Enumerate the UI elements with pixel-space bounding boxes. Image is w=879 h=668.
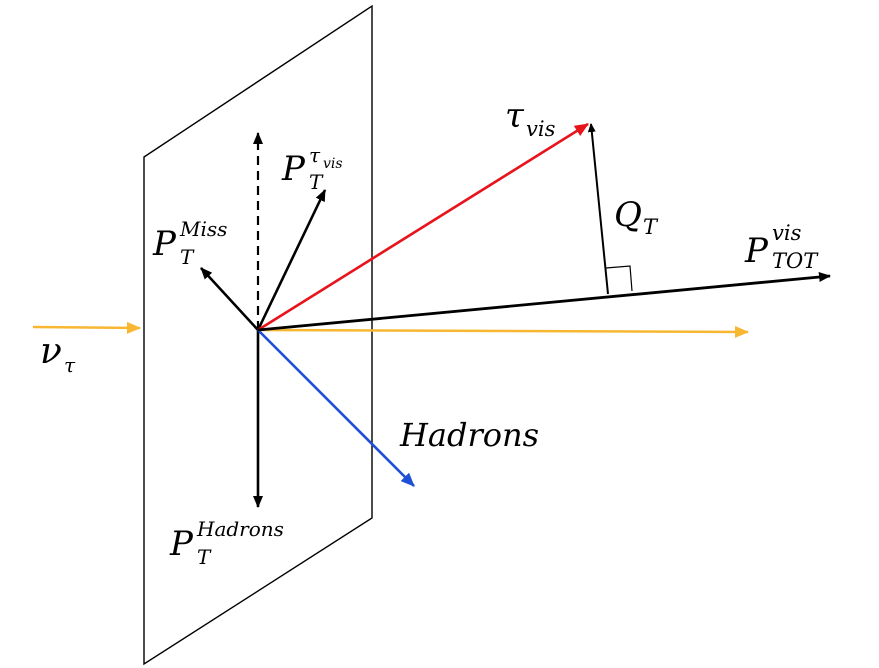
p-tot-superscript: vis <box>772 221 802 245</box>
q-t-arrow <box>587 123 609 295</box>
pt-tau-superscript-sub: vis <box>323 156 343 172</box>
pt-miss-arrow <box>200 267 259 331</box>
p-tot-vis-arrow <box>257 272 831 332</box>
hadrons-arrow <box>257 329 415 487</box>
p-tot-subscript: TOT <box>772 249 819 273</box>
nu-subscript: τ <box>64 353 76 377</box>
pt-tau-subscript: T <box>309 170 324 194</box>
hadrons-label: Hadrons <box>399 416 539 454</box>
pt-tau-superscript: τ <box>309 143 321 167</box>
pt-hadrons-symbol: P <box>169 524 194 564</box>
tau-vis-label: τ vis <box>505 96 556 141</box>
transverse-plane <box>143 4 373 666</box>
nu-tau-label: ν τ <box>40 331 76 377</box>
tau-vis-arrow <box>257 122 589 332</box>
neutrino-outgoing-arrow <box>257 325 749 338</box>
p-tot-symbol: P <box>744 231 769 271</box>
pt-miss-label: P Miss T <box>152 217 227 269</box>
pt-miss-superscript: Miss <box>179 217 227 241</box>
q-subscript: T <box>643 215 659 239</box>
pt-tau-symbol: P <box>281 149 306 189</box>
pt-tau-vis-label: P τ vis T <box>281 143 343 194</box>
q-t-label: Q T <box>614 195 659 239</box>
pt-hadrons-subscript: T <box>197 545 212 569</box>
pt-miss-subscript: T <box>180 245 195 269</box>
pt-hadrons-superscript: Hadrons <box>196 517 284 541</box>
pt-hadrons-label: P Hadrons T <box>169 517 284 569</box>
p-tot-vis-label: P vis TOT <box>744 221 819 273</box>
right-angle-marker <box>605 265 633 292</box>
pt-miss-symbol: P <box>152 224 177 264</box>
pt-tau-vis-arrow <box>256 189 327 331</box>
neutrino-incoming-arrow <box>32 321 141 334</box>
tau-symbol: τ <box>505 96 525 136</box>
q-symbol: Q <box>614 195 642 235</box>
nu-symbol: ν <box>40 331 62 372</box>
tau-vis-subscript: vis <box>526 117 556 141</box>
